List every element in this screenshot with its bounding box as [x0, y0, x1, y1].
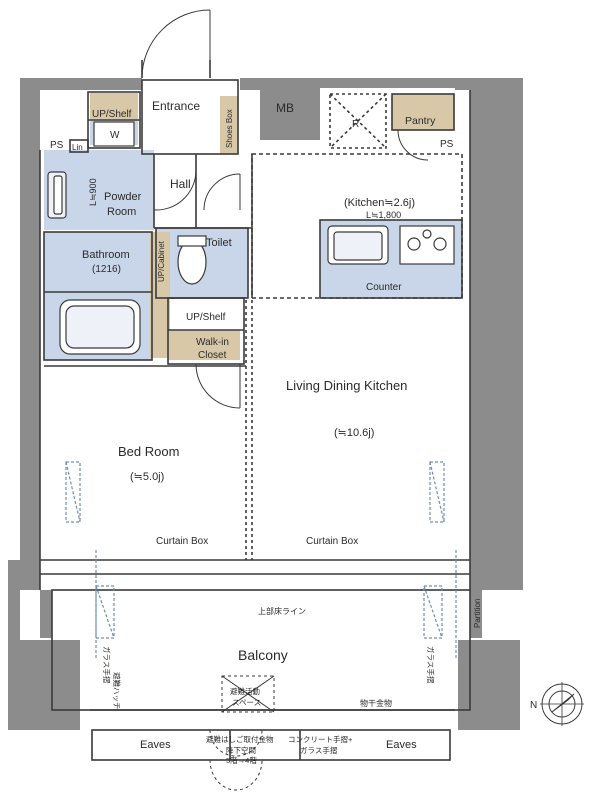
eaves-right-label: Eaves: [386, 739, 417, 751]
hatch-note-3: 5階→4階: [226, 755, 257, 765]
bathroom-size-label: (1216): [92, 264, 121, 275]
eaves-left-label: Eaves: [140, 739, 171, 751]
labels: Entrance MB Pantry PS PS UP/Shelf W Lin …: [50, 99, 537, 765]
up-shelf-top-label: UP/Shelf: [92, 109, 132, 120]
concrete-rail-label-1: コンクリート手摺+: [288, 734, 353, 744]
glass-rail-right-label: ガラス手摺: [426, 646, 436, 683]
evac-ladder-label: 避難ハッチ: [112, 672, 122, 710]
evac-hatch-label-1: 避難活動: [230, 686, 260, 696]
bathroom-label: Bathroom: [82, 249, 130, 261]
drying-hardware-label: 物干金物: [360, 698, 392, 708]
powder-length-label: L≒900: [88, 178, 98, 206]
powder-room-label-2: Room: [107, 206, 136, 218]
fixtures: [47, 121, 455, 355]
cabinet-label: UP/Cabinet: [157, 240, 166, 282]
hatch-note-2: 降下空間: [226, 745, 256, 755]
ps-left-label: PS: [50, 140, 64, 151]
curtain-box-right-label: Curtain Box: [306, 536, 358, 547]
mb-label: MB: [276, 101, 294, 115]
upper-floor-line-label: 上部床ライン: [258, 606, 306, 616]
toilet-label: Toilet: [206, 237, 232, 249]
hatch-note-1: 避難はしご取付金物: [206, 734, 274, 744]
pantry-label: Pantry: [405, 115, 436, 127]
balcony-label: Balcony: [238, 647, 288, 663]
shoes-box-label: Shoes Box: [225, 109, 234, 148]
tan-areas: [90, 93, 454, 360]
up-shelf-closet-label: UP/Shelf: [186, 312, 226, 323]
powder-room-label: Powder: [104, 191, 142, 203]
ldk-size-label: (≒10.6j): [334, 427, 374, 439]
closet-label: Closet: [198, 350, 227, 361]
north-label: N: [530, 700, 537, 711]
w-label: W: [110, 130, 120, 141]
interior-lines: [39, 9, 471, 791]
hall-label: Hall: [170, 177, 191, 191]
concrete-rail-label-2: ガラス手摺: [300, 745, 337, 755]
bedroom-size-label: (≒5.0j): [130, 471, 164, 483]
glass-rail-left-label: ガラス手摺: [102, 646, 112, 683]
evac-hatch-label-2: スペース: [232, 698, 261, 707]
counter-label: Counter: [366, 282, 402, 293]
compass-icon: [540, 682, 584, 726]
refrigerator-label: R: [352, 119, 359, 130]
kitchen-length-label: L≒1,800: [366, 210, 401, 220]
walk-in-label: Walk-in: [196, 337, 229, 348]
ldk-label: Living Dining Kitchen: [286, 378, 407, 393]
ps-right-label: PS: [440, 139, 454, 150]
walls: [8, 78, 523, 730]
curtain-box-left-label: Curtain Box: [156, 536, 208, 547]
kitchen-label: (Kitchen≒2.6j): [344, 197, 415, 209]
partition-label: Partition: [473, 599, 482, 628]
window-markers: [65, 461, 457, 660]
lin-label: Lin: [72, 143, 83, 152]
entrance-label: Entrance: [152, 99, 200, 113]
bedroom-label: Bed Room: [118, 444, 179, 459]
